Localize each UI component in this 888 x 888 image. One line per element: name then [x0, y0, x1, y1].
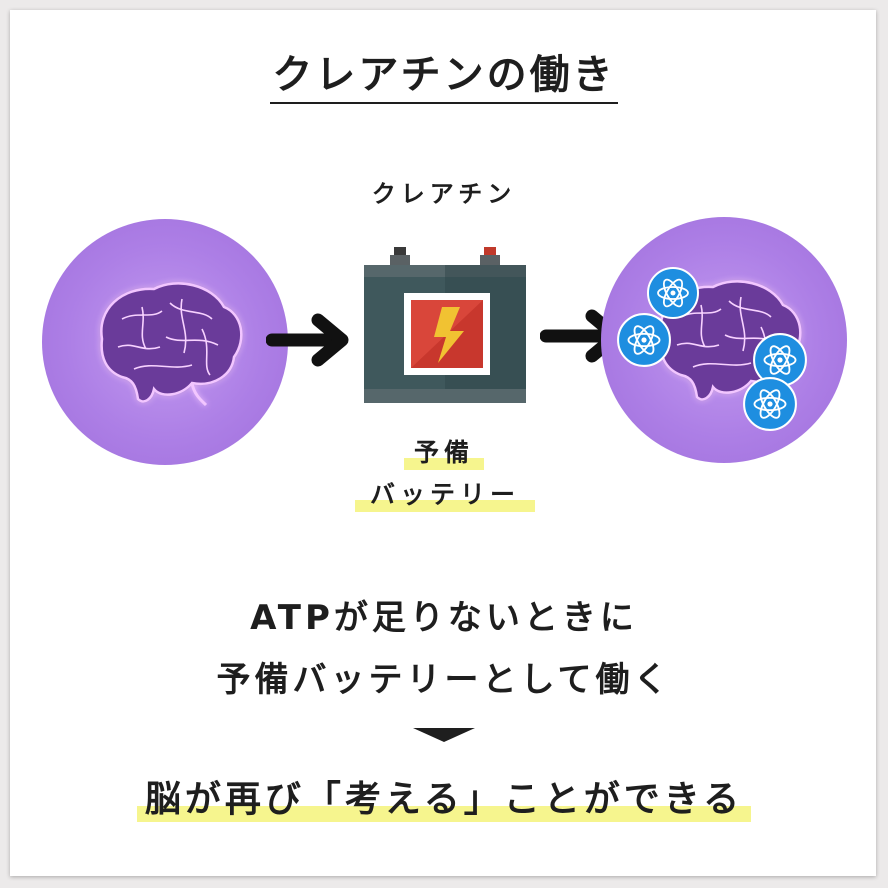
message-line2: 予備バッテリーとして働く [216, 660, 672, 700]
atom-icon [647, 267, 699, 319]
title-text: クレアチンの働き [270, 52, 618, 104]
arrow-right-icon [266, 313, 349, 367]
brain-circle-left [42, 219, 288, 465]
result-text: 脳が再び「考える」ことができる [136, 778, 752, 822]
down-triangle-icon [413, 728, 475, 742]
result-row: 脳が再び「考える」ことができる [0, 778, 888, 822]
atom-icon [743, 377, 797, 431]
brain-icon [100, 282, 243, 407]
battery-label-line2: バッテリー [355, 480, 535, 512]
message-line1: ATPが足りないときに [250, 598, 638, 638]
atom-icon [617, 313, 671, 367]
diagram-title: クレアチンの働き [0, 52, 888, 104]
creatine-label: クレアチン [371, 180, 517, 208]
battery-label-line1: 予備 [404, 438, 484, 470]
battery-icon [364, 247, 526, 403]
